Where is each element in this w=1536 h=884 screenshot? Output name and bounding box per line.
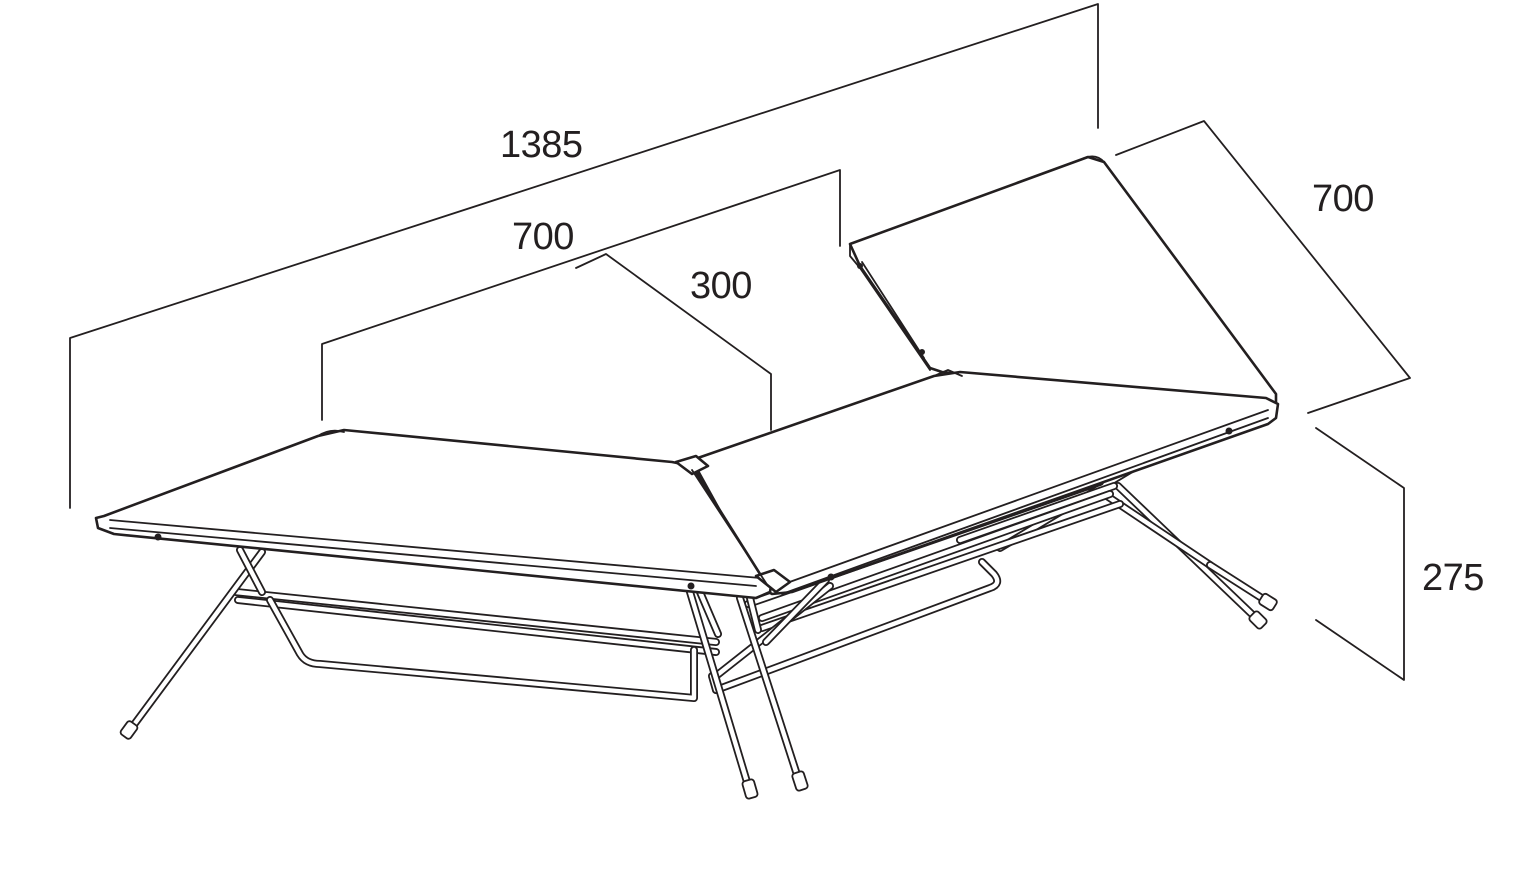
label-panel-length: 700 xyxy=(512,216,574,258)
leg-feet xyxy=(119,592,1278,800)
left-frame xyxy=(126,546,830,796)
dimension-line-height xyxy=(1315,427,1405,681)
label-depth: 700 xyxy=(1312,178,1374,220)
back-right-panel xyxy=(848,155,1278,412)
center-hinge xyxy=(674,454,792,594)
dimension-line-overall-length xyxy=(69,3,1099,509)
label-height: 275 xyxy=(1422,557,1484,599)
dimension-line-panel-length xyxy=(321,169,841,421)
label-overall-length: 1385 xyxy=(500,124,583,166)
left-table-top xyxy=(94,428,774,600)
label-panel-width: 300 xyxy=(690,265,752,307)
dimension-lines xyxy=(69,3,1411,681)
dimension-line-panel-width xyxy=(575,253,772,431)
dimension-line-depth xyxy=(1115,120,1411,414)
